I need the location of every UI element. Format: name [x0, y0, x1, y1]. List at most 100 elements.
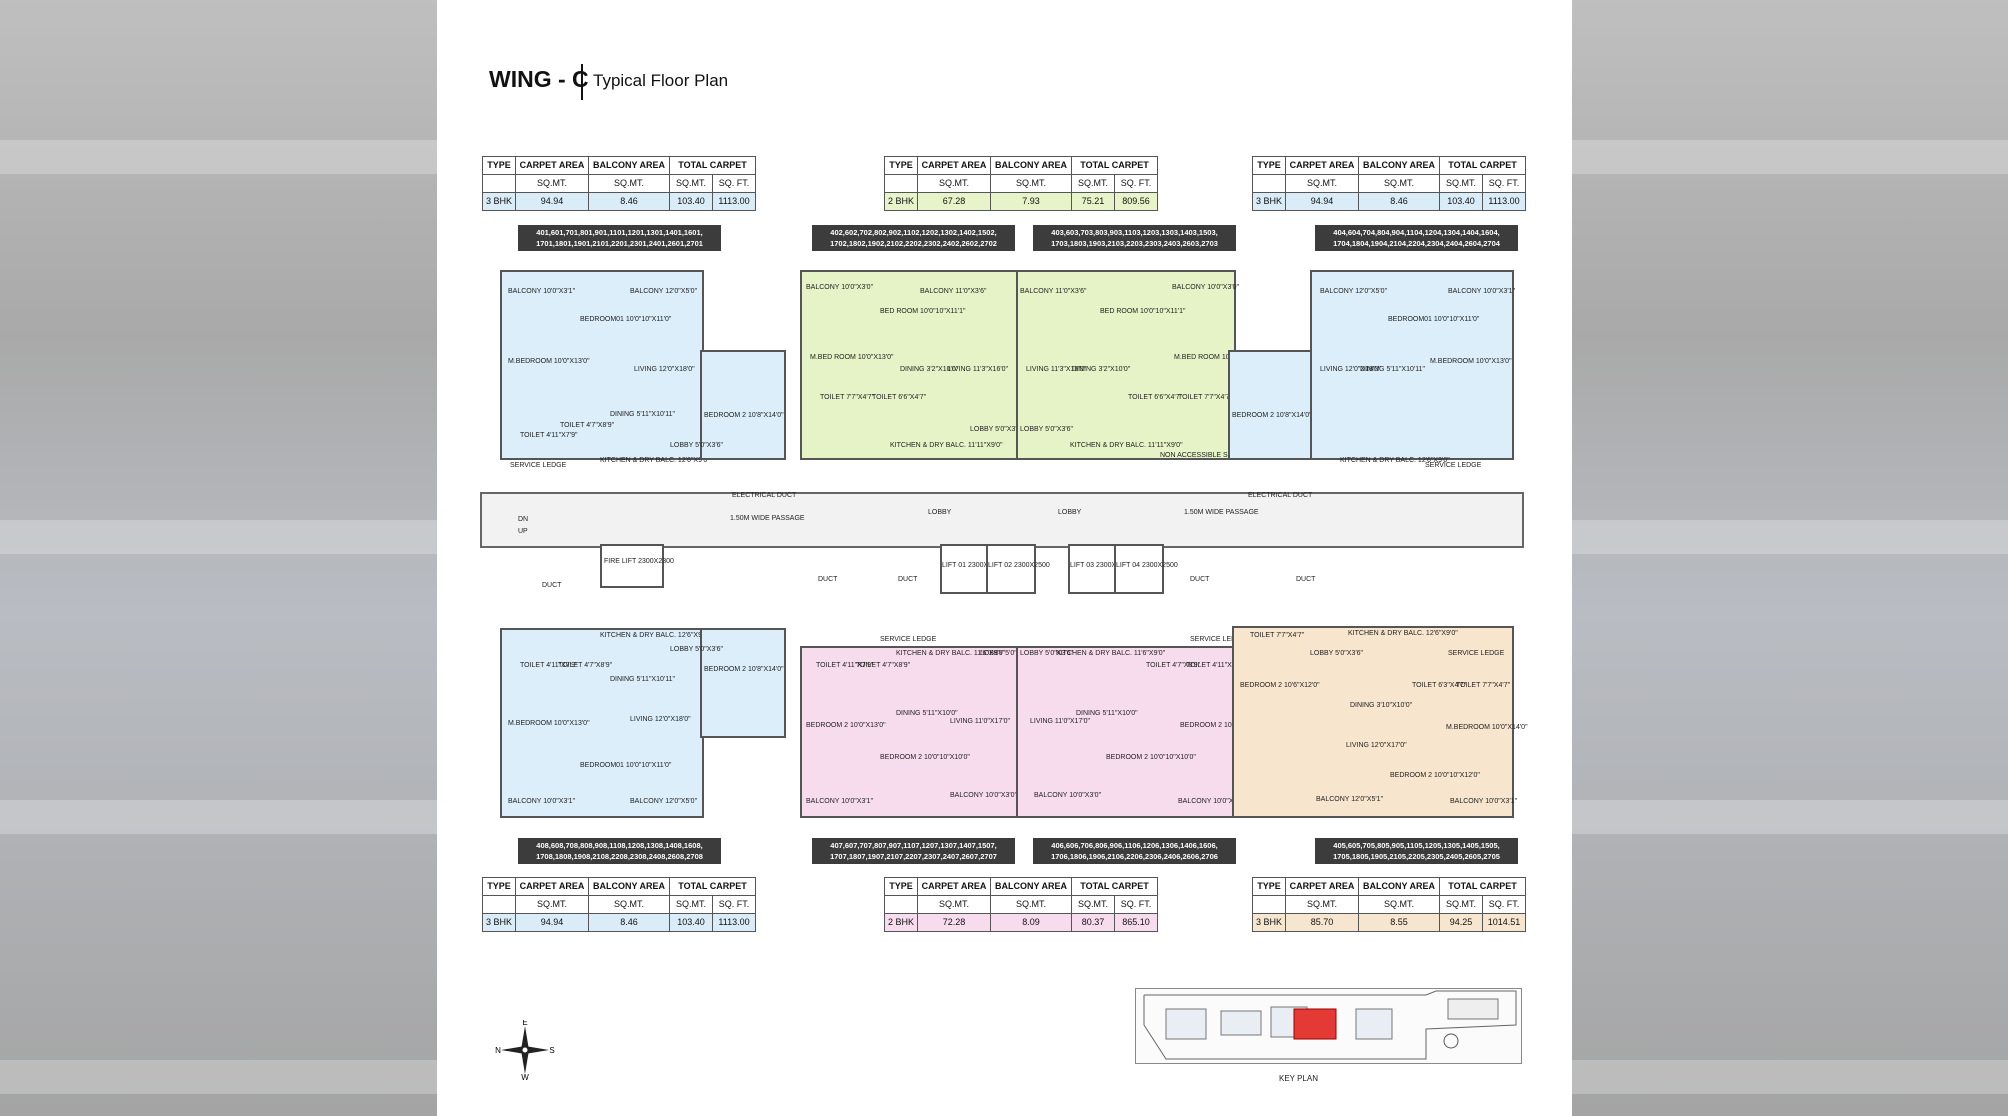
th-sqft: SQ. FT. — [1482, 895, 1526, 914]
room-toilet: TOILET 6'6"X4'7" — [872, 394, 927, 401]
th-type: TYPE — [884, 156, 918, 175]
th-sqmt: SQ.MT. — [990, 174, 1072, 193]
th-sqmt: SQ.MT. — [1285, 895, 1359, 914]
room-toilet: TOILET 7'7"X4'7" — [1250, 632, 1305, 639]
th-type: TYPE — [482, 156, 516, 175]
duct-label: DUCT — [1296, 576, 1316, 583]
th-carpet: CARPET AREA — [515, 156, 589, 175]
room-lobby: LOBBY 5'0"X3'6" — [1020, 650, 1074, 657]
electrical-duct: ELECTRICAL DUCT — [732, 492, 797, 499]
duct-label: DUCT — [1190, 576, 1210, 583]
cell-type: 3 BHK — [1252, 192, 1286, 211]
unit-404-bedroom2 — [1228, 350, 1314, 460]
th-sqmt: SQ.MT. — [1285, 174, 1359, 193]
room-toilet: TOILET 7'7"X4'7" — [820, 394, 875, 401]
room-balcony: BALCONY 12'0"X5'0" — [1320, 288, 1388, 295]
th-type: TYPE — [482, 877, 516, 896]
unit-numbers-401: 401,601,701,801,901,1101,1201,1301,1401,… — [518, 225, 721, 251]
th-sqmt: SQ.MT. — [1071, 174, 1115, 193]
th-total: TOTAL CARPET — [1439, 156, 1526, 175]
th-total: TOTAL CARPET — [669, 156, 756, 175]
room-toilet: TOILET 4'7"X8'9" — [560, 422, 615, 429]
lift-01-label: LIFT 01 2300X2500 — [942, 562, 1004, 569]
cell-balcony: 8.09 — [990, 913, 1072, 932]
room-toilet: TOILET 6'6"X4'7" — [1128, 394, 1183, 401]
room-balcony: BALCONY 10'0"X3'1" — [1448, 288, 1516, 295]
key-plan-label: KEY PLAN — [1279, 1074, 1318, 1083]
th-carpet: CARPET AREA — [515, 877, 589, 896]
th-sqmt: SQ.MT. — [588, 895, 670, 914]
room-lobby: LOBBY 5'0"X3'6" — [980, 650, 1034, 657]
duct-label: DUCT — [818, 576, 838, 583]
room-balcony: BALCONY 12'0"X5'0" — [630, 288, 698, 295]
room-living: LIVING 12'0"X17'0" — [1346, 742, 1407, 749]
th-sqft: SQ. FT. — [1114, 895, 1158, 914]
th-total: TOTAL CARPET — [1071, 877, 1158, 896]
th-sqmt: SQ.MT. — [990, 895, 1072, 914]
room-kitchen: KITCHEN & DRY BALC. 12'6"X9'0" — [600, 457, 710, 464]
cell-type: 3 BHK — [1252, 913, 1286, 932]
room-lobby: LOBBY 5'0"X3'6" — [1020, 426, 1074, 433]
th-sqft: SQ. FT. — [1482, 174, 1526, 193]
room-balcony: BALCONY 12'0"X5'1" — [1316, 796, 1384, 803]
room-living: LIVING 12'0"X18'0" — [1320, 366, 1381, 373]
room-bedroom-2: BEDROOM 2 10'0"10"X10'0" — [1106, 754, 1196, 761]
duct-label: DUCT — [542, 582, 562, 589]
th-sqmt: SQ.MT. — [515, 174, 589, 193]
cell-carpet: 67.28 — [917, 192, 991, 211]
cell-total-sqft: 1014.51 — [1482, 913, 1526, 932]
th-balcony: BALCONY AREA — [1358, 877, 1440, 896]
lobby-label-right: LOBBY — [1058, 509, 1082, 516]
non-accessible-slab: NON ACCESSIBLE SLAB — [1160, 452, 1241, 459]
unit-401 — [500, 270, 704, 460]
title-divider — [581, 64, 583, 100]
room-bedroom: BED ROOM 10'0"10"X11'1" — [1100, 308, 1186, 315]
background-right — [1572, 0, 2008, 1116]
room-kitchen: KITCHEN & DRY BALC. 11'11"X9'0" — [1070, 442, 1183, 449]
service-ledge: SERVICE LEDGE — [510, 462, 567, 469]
room-toilet: TOILET 4'7"X8'9" — [558, 662, 613, 669]
compass-e: E — [522, 1020, 527, 1027]
th-sqmt: SQ.MT. — [669, 174, 713, 193]
cell-balcony: 7.93 — [990, 192, 1072, 211]
room-bedroom-2: BEDROOM 2 10'8"X14'0" — [704, 666, 784, 673]
room-master-bedroom: M.BED ROOM 10'0"X13'0" — [810, 354, 894, 361]
unit-405 — [1232, 626, 1514, 818]
room-bedroom-2: BEDROOM 2 10'8"X14'0" — [1232, 412, 1312, 419]
room-master-bedroom: M.BEDROOM 10'0"X13'0" — [1430, 358, 1512, 365]
room-dining: DINING 5'11"X10'11" — [610, 676, 675, 683]
cell-total-sqft: 1113.00 — [712, 192, 756, 211]
room-bedroom-2: BEDROOM 2 10'8"X14'0" — [704, 412, 784, 419]
service-ledge: SERVICE LEDGE — [1448, 650, 1505, 657]
cell-total-sqmt: 103.40 — [1439, 192, 1483, 211]
th-sqmt: SQ.MT. — [669, 895, 713, 914]
th-carpet: CARPET AREA — [917, 156, 991, 175]
cell-total-sqft: 1113.00 — [712, 913, 756, 932]
th-type: TYPE — [1252, 877, 1286, 896]
room-living: LIVING 11'3"X16'0" — [1026, 366, 1087, 373]
room-kitchen: KITCHEN & DRY BALC. 12'6"X9'0" — [600, 632, 710, 639]
th-balcony: BALCONY AREA — [990, 156, 1072, 175]
cell-carpet: 72.28 — [917, 913, 991, 932]
cell-total-sqmt: 75.21 — [1071, 192, 1115, 211]
cell-carpet: 94.94 — [1285, 192, 1359, 211]
lobby-label-left: LOBBY — [928, 509, 952, 516]
room-bedroom-2: BEDROOM 2 10'0"10"X12'0" — [1390, 772, 1480, 779]
room-toilet: TOILET 4'7"X8'9" — [1146, 662, 1201, 669]
cell-total-sqft: 865.10 — [1114, 913, 1158, 932]
cell-balcony: 8.46 — [588, 913, 670, 932]
room-balcony: BALCONY 10'0"X3'1" — [508, 288, 576, 295]
room-lobby: LOBBY 5'0"X3'6" — [970, 426, 1024, 433]
cell-balcony: 8.46 — [588, 192, 670, 211]
stair-down: DN — [518, 516, 529, 523]
compass-w: W — [521, 1073, 529, 1080]
th-type: TYPE — [1252, 156, 1286, 175]
room-balcony: BALCONY 10'0"X3'1" — [508, 798, 576, 805]
cell-balcony: 8.55 — [1358, 913, 1440, 932]
lift-04-label: LIFT 04 2300X2500 — [1116, 562, 1178, 569]
unit-numbers-405: 405,605,705,805,905,1105,1205,1305,1405,… — [1315, 838, 1518, 864]
